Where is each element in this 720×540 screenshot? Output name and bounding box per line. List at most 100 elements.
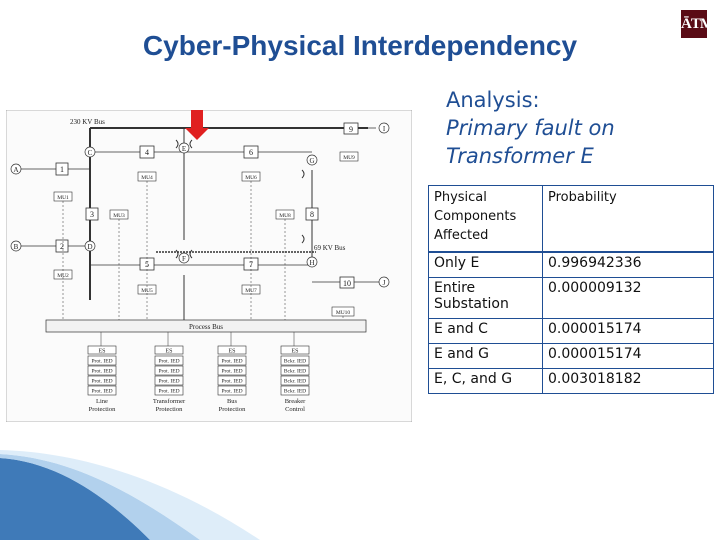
node-3	[85, 207, 99, 221]
ied-label: Bckr. IED	[284, 389, 306, 395]
ied-label: Prot. IED	[91, 379, 112, 385]
cell-component: E and G	[428, 343, 543, 369]
node-9	[343, 122, 359, 135]
ied-label: Prot. IED	[158, 359, 179, 365]
group-caption: Protection	[156, 406, 183, 413]
process-bus	[45, 319, 367, 333]
bus-j-label: J	[383, 279, 386, 287]
ied-label: Prot. IED	[221, 369, 242, 375]
slide-title: Cyber-Physical Interdependency	[142, 30, 578, 61]
bus-h-label: H	[309, 259, 314, 267]
cell-probability: 0.000009132	[542, 277, 714, 319]
node-10-label: 10	[343, 279, 351, 288]
node-6-label: 6	[249, 148, 253, 157]
bus-b-label: B	[14, 243, 19, 251]
node-8-label: 8	[310, 210, 314, 219]
ied-group: ES Prot. IED Prot. IED Prot. IED Prot. IED Tr…	[153, 345, 186, 413]
probability-table: Physical Components Affected Probability…	[428, 185, 714, 394]
ied-label: Prot. IED	[221, 379, 242, 385]
mu2-label: MU2	[57, 273, 69, 279]
node-1-label: 1	[60, 165, 64, 174]
university-logo: ĀTM	[681, 10, 714, 38]
decorative-swoosh	[0, 450, 260, 540]
node-7-label: 7	[249, 260, 253, 269]
mu9-label: MU9	[343, 155, 355, 161]
bus-a-label: A	[13, 166, 18, 174]
group-caption: Line	[96, 398, 108, 405]
node-3-label: 3	[90, 210, 94, 219]
ied-label: Prot. IED	[158, 389, 179, 395]
mu4-label: MU4	[141, 175, 153, 181]
group-caption: Transformer	[153, 398, 186, 405]
bus-c-label: C	[88, 149, 93, 157]
bus-i-label: I	[383, 125, 386, 133]
node-1	[55, 162, 69, 176]
mu3-label: MU3	[113, 213, 125, 219]
es-label: ES	[228, 349, 235, 355]
analysis-line-3: Transformer E	[446, 144, 594, 168]
mu1-label: MU1	[57, 195, 69, 201]
fault-arrow	[185, 110, 209, 140]
substation-diagram: 230 KV Bus 69 KV Bus 1 2 3 4 5 6 7 8 9 1…	[6, 110, 412, 422]
ied-label: Bckr. IED	[284, 359, 306, 365]
table-header-row: Physical Components Affected Probability	[428, 185, 714, 253]
process-bus-label: Process Bus	[189, 323, 223, 331]
node-6	[243, 145, 259, 159]
ied-label: Prot. IED	[221, 359, 242, 365]
cell-probability: 0.996942336	[542, 251, 714, 278]
mu6-label: MU6	[245, 175, 257, 181]
cell-component: E and C	[428, 318, 543, 344]
cell-probability: 0.000015174	[542, 318, 714, 344]
ied-label: Prot. IED	[91, 359, 112, 365]
node-2-label: 2	[60, 242, 64, 251]
node-4	[139, 145, 155, 159]
analysis-line-1: Analysis:	[446, 88, 540, 112]
node-5-label: 5	[145, 260, 149, 269]
cell-component: E, C, and G	[428, 368, 543, 394]
cell-component: Entire Substation	[428, 277, 543, 319]
mu8-label: MU8	[279, 213, 291, 219]
analysis-line-2: Primary fault on	[446, 116, 615, 140]
bus-69kv-label: 69 KV Bus	[314, 244, 346, 252]
bus-e-label: E	[182, 145, 186, 153]
group-caption: Breaker	[285, 398, 306, 405]
analysis-text: Analysis: Primary fault on Transformer E	[446, 86, 615, 170]
es-label: ES	[98, 349, 105, 355]
ied-group: ES Prot. IED Prot. IED Prot. IED Prot. IED Bu…	[217, 345, 247, 413]
ied-label: Prot. IED	[158, 369, 179, 375]
bus-230kv-label: 230 KV Bus	[70, 118, 105, 126]
group-caption: Protection	[219, 406, 246, 413]
ied-label: Bckr. IED	[284, 379, 306, 385]
mu10-label: MU10	[336, 310, 351, 316]
node-8	[305, 207, 319, 221]
cell-probability: 0.003018182	[542, 368, 714, 394]
group-caption: Protection	[89, 406, 116, 413]
ied-label: Prot. IED	[221, 389, 242, 395]
bus-g-label: G	[309, 157, 314, 165]
node-10	[339, 276, 355, 289]
cell-component: Only E	[428, 251, 543, 278]
node-2	[55, 239, 69, 253]
group-caption: Bus	[227, 398, 238, 405]
es-label: ES	[291, 349, 298, 355]
ied-label: Prot. IED	[91, 369, 112, 375]
node-4-label: 4	[145, 148, 149, 157]
es-label: ES	[165, 349, 172, 355]
ied-group: ES Bckr. IED Bckr. IED Bckr. IED Bckr. IED Br…	[280, 345, 310, 413]
node-9-label: 9	[349, 125, 353, 134]
ied-label: Bckr. IED	[284, 369, 306, 375]
bus-d-label: D	[87, 243, 92, 251]
ied-label: Prot. IED	[91, 389, 112, 395]
ied-group: ES Prot. IED Prot. IED Prot. IED Prot. IED Li…	[87, 345, 117, 413]
header-probability: Probability	[542, 185, 714, 253]
bus-f-label: F	[182, 255, 186, 263]
header-components: Physical Components Affected	[428, 185, 543, 253]
cell-probability: 0.000015174	[542, 343, 714, 369]
ied-label: Prot. IED	[158, 379, 179, 385]
group-caption: Control	[285, 406, 305, 413]
